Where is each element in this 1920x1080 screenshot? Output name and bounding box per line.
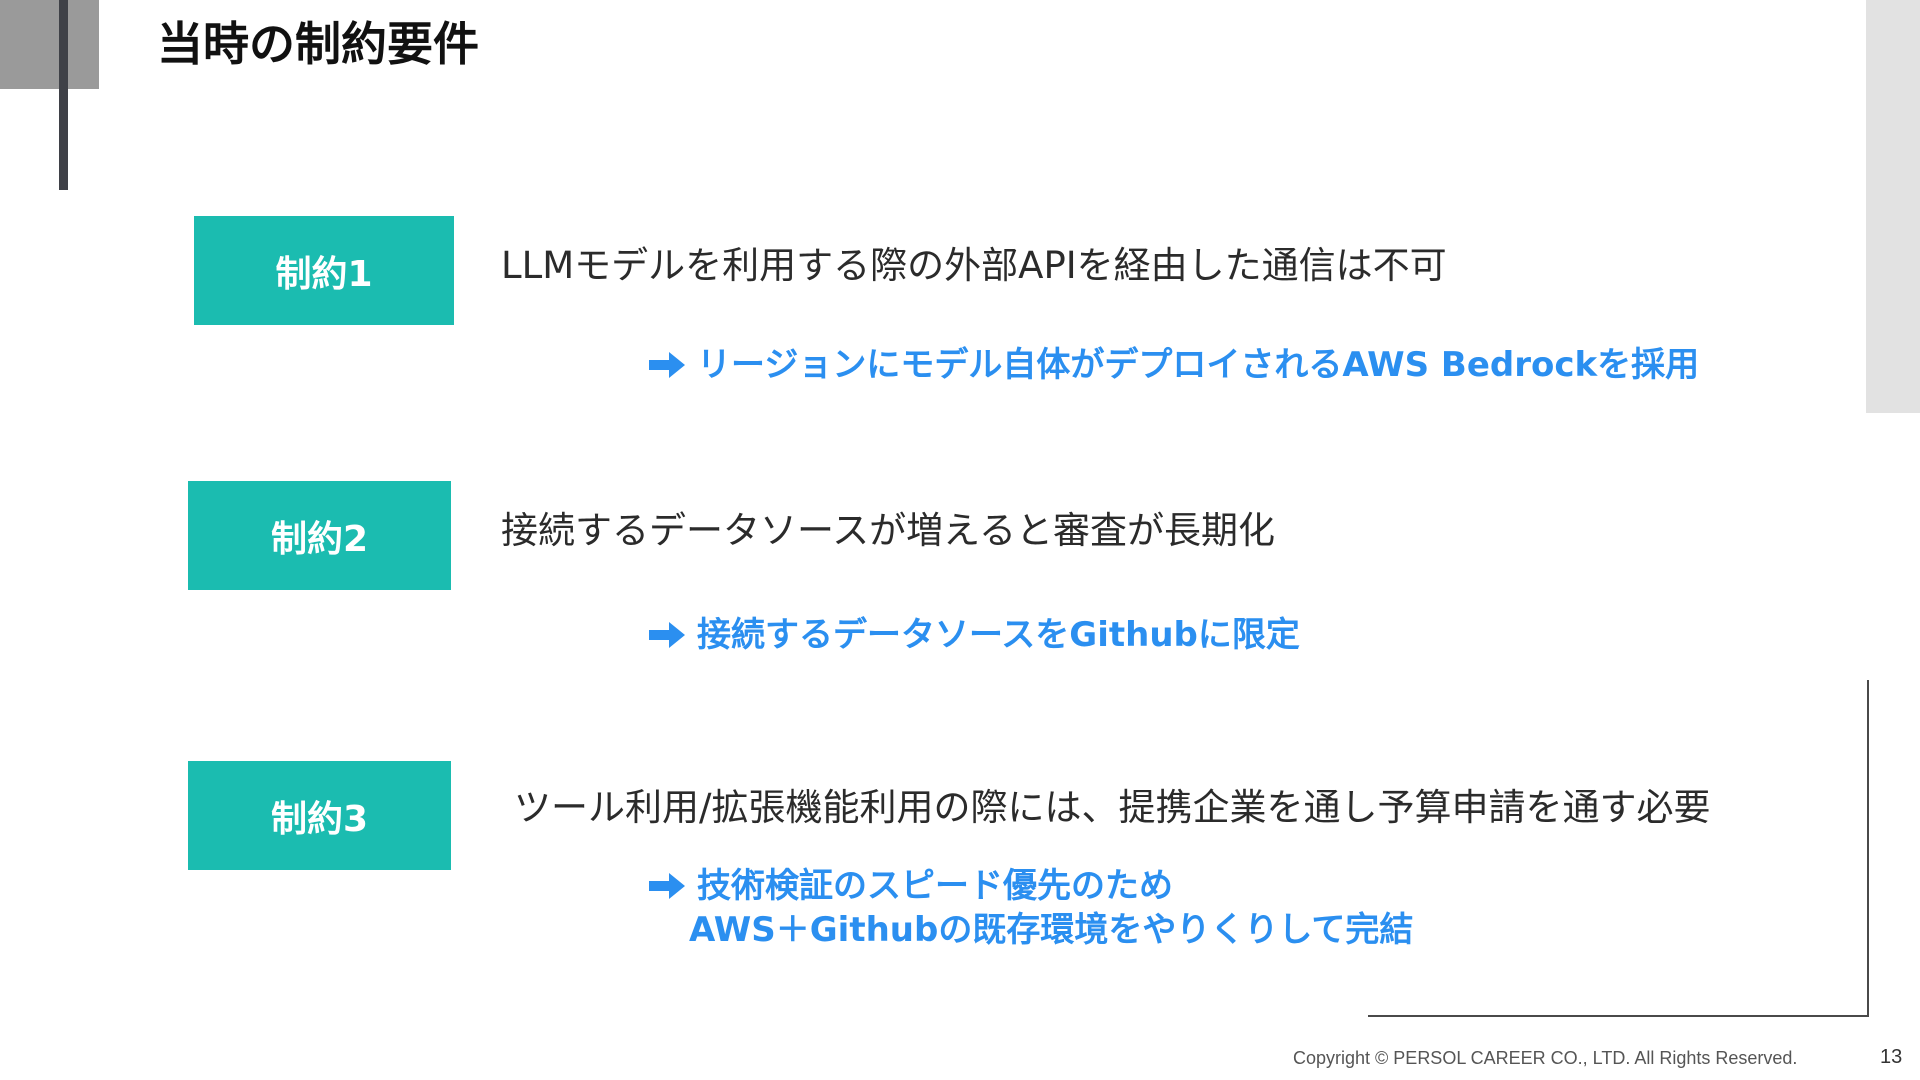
constraint-2-solution-text: 接続するデータソースをGithubに限定 <box>697 615 1300 655</box>
constraint-1-solution-text: リージョンにモデル自体がデプロイされるAWS Bedrockを採用 <box>697 345 1700 385</box>
constraint-3-label: 制約3 <box>270 798 369 840</box>
frame-line-horizontal <box>1368 1015 1869 1017</box>
constraint-1-text: LLMモデルを利用する際の外部APIを経由した通信は不可 <box>501 244 1447 287</box>
constraint-1-label: 制約1 <box>275 253 373 295</box>
constraint-3-solution: 技術検証のスピード優先のため AWS＋Githubの既存環境をやりくりして完結 <box>649 864 1413 952</box>
constraint-3-badge: 制約3 <box>188 761 451 870</box>
constraint-1-badge: 制約1 <box>194 216 454 325</box>
arrow-right-icon <box>649 873 685 899</box>
page-number: 13 <box>1880 1046 1903 1068</box>
arrow-right-icon <box>649 352 685 378</box>
constraint-2-badge: 制約2 <box>188 481 451 590</box>
copyright-notice: Copyright © PERSOL CAREER CO., LTD. All … <box>1293 1048 1798 1068</box>
right-edge-panel <box>1866 0 1920 413</box>
constraint-1-solution: リージョンにモデル自体がデプロイされるAWS Bedrockを採用 <box>649 343 1699 387</box>
title-accent-bar <box>59 0 68 190</box>
constraint-2-text: 接続するデータソースが増えると審査が長期化 <box>501 509 1276 552</box>
constraint-3-solution-line2: AWS＋Githubの既存環境をやりくりして完結 <box>689 910 1414 950</box>
constraint-2-label: 制約2 <box>270 518 369 560</box>
constraint-3-text: ツール利用/拡張機能利用の際には、提携企業を通し予算申請を通す必要 <box>514 786 1711 829</box>
arrow-right-icon <box>649 622 685 648</box>
page-title: 当時の制約要件 <box>157 17 479 71</box>
constraint-3-solution-line1: 技術検証のスピード優先のため <box>697 866 1173 906</box>
corner-decoration <box>0 0 99 89</box>
frame-line-vertical <box>1867 680 1869 1017</box>
constraint-2-solution: 接続するデータソースをGithubに限定 <box>649 613 1300 657</box>
